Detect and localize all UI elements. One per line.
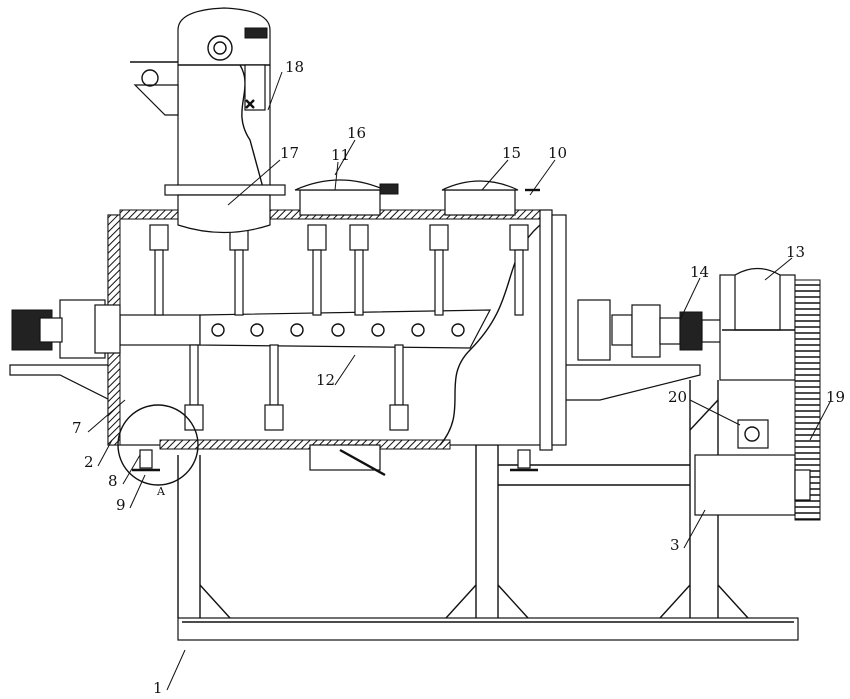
label-12: 12 xyxy=(316,371,335,389)
leader-lines xyxy=(87,71,831,691)
label-16: 16 xyxy=(347,124,366,142)
label-17: 17 xyxy=(280,144,299,162)
label-a: A xyxy=(156,485,166,498)
label-15: 15 xyxy=(502,144,521,162)
label-7: 7 xyxy=(72,419,82,437)
reference-labels: 18 17 16 11 15 10 13 14 12 7 2 8 9 A 20 … xyxy=(72,58,845,697)
label-10: 10 xyxy=(548,144,567,162)
left-drive xyxy=(11,299,121,359)
label-18: 18 xyxy=(285,58,304,76)
label-9: 9 xyxy=(116,496,126,514)
label-8: 8 xyxy=(108,472,118,490)
label-2: 2 xyxy=(84,453,94,471)
exhaust-tower xyxy=(130,7,286,234)
label-1: 1 xyxy=(153,679,163,697)
right-drive xyxy=(577,267,821,521)
label-11: 11 xyxy=(331,146,350,164)
detail-circle-a xyxy=(117,404,199,486)
paddle-rotors xyxy=(211,323,465,337)
paddle-arms xyxy=(149,224,529,431)
label-19: 19 xyxy=(826,388,845,406)
label-20: 20 xyxy=(668,388,687,406)
manhole-11 xyxy=(294,179,399,216)
label-3: 3 xyxy=(670,536,680,554)
main-drum xyxy=(107,209,567,486)
label-13: 13 xyxy=(786,243,805,261)
label-14: 14 xyxy=(690,263,709,281)
manhole-15 xyxy=(441,180,540,216)
